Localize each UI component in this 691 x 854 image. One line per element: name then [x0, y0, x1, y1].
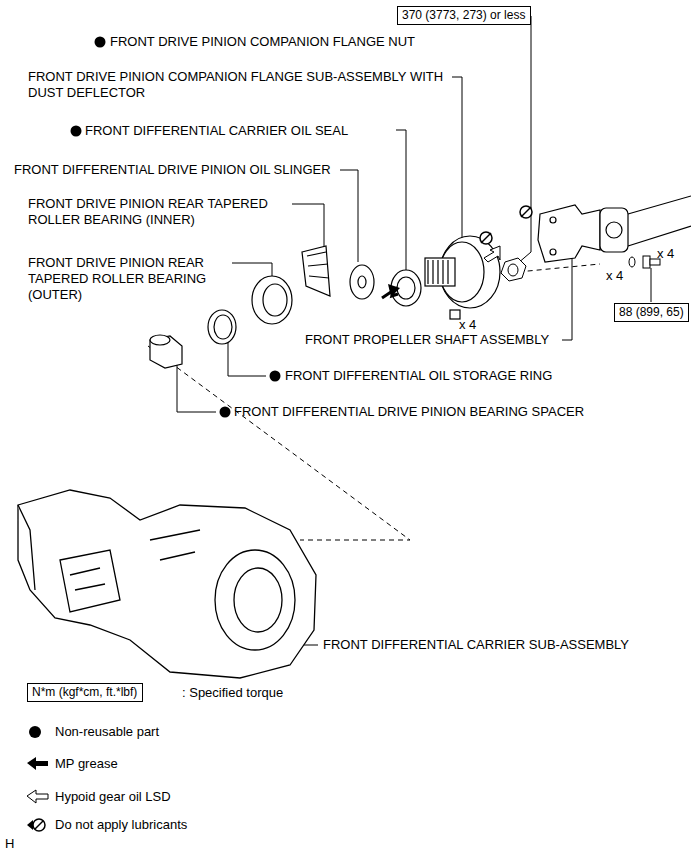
quantity-label: x 4 — [459, 317, 476, 333]
part-label: FRONT DIFFERENTIAL OIL STORAGE RING — [285, 368, 552, 384]
quantity-label: x 4 — [657, 246, 674, 262]
part-label: H — [5, 836, 14, 852]
torque-box: 370 (3773, 273) or less — [397, 6, 531, 25]
leader-line — [292, 204, 324, 250]
oil-arrow — [484, 246, 500, 262]
legend-text: Do not apply lubricants — [55, 817, 187, 833]
part-label: FRONT DRIVE PINION REAR TAPERED ROLLER B… — [28, 196, 296, 228]
legend-text: Hypoid gear oil LSD — [55, 789, 171, 805]
leader-line — [452, 77, 462, 238]
legend-text: Non-reusable part — [55, 724, 159, 740]
part-label: FRONT DRIVE PINION COMPANION FLANGE SUB-… — [28, 69, 458, 101]
torque-value: N*m (kgf*cm, ft.*lbf) — [32, 685, 137, 699]
leader-line — [177, 364, 216, 412]
legend-oil-arrow — [27, 790, 48, 803]
leader-line — [340, 170, 358, 262]
legend-grease-arrow — [27, 757, 48, 770]
part-label: FRONT DRIVE PINION REAR TAPERED ROLLER B… — [28, 255, 236, 303]
bolt — [629, 256, 660, 268]
quantity-label: x 4 — [606, 268, 623, 284]
tapered-roller-bearing — [302, 246, 330, 296]
part-label: FRONT PROPELLER SHAFT ASSEMBLY — [305, 332, 549, 348]
flange-nut — [501, 258, 526, 281]
storage-ring — [208, 310, 236, 344]
differential-carrier — [18, 490, 316, 678]
part-label: FRONT DIFFERENTIAL DRIVE PINION OIL SLIN… — [14, 162, 331, 178]
propeller-shaft — [538, 196, 691, 262]
legend-dot — [29, 726, 41, 738]
companion-flange — [425, 236, 500, 319]
oil-slinger — [350, 265, 374, 299]
part-label: : Specified torque — [182, 685, 283, 701]
leader-line — [562, 250, 572, 340]
leader-line — [517, 16, 531, 264]
part-label: FRONT DIFFERENTIAL CARRIER SUB-ASSEMBLY — [323, 637, 629, 653]
leader-line — [651, 268, 652, 302]
part-label: FRONT DIFFERENTIAL DRIVE PINION BEARING … — [234, 404, 584, 420]
bearing-race — [252, 276, 292, 324]
torque-value: 88 (899, 65) — [619, 305, 684, 319]
bearing-spacer — [150, 335, 182, 368]
grease-arrow — [388, 284, 400, 297]
legend-text: MP grease — [55, 756, 118, 772]
legend-no-lube — [27, 819, 45, 831]
no-lubricant-symbol — [480, 206, 532, 244]
part-label: FRONT DIFFERENTIAL CARRIER OIL SEAL — [85, 123, 348, 139]
torque-box: 88 (899, 65) — [614, 303, 689, 322]
torque-value: 370 (3773, 273) or less — [402, 8, 525, 22]
leader-line — [396, 130, 406, 270]
torque-box: N*m (kgf*cm, ft.*lbf) — [27, 683, 143, 702]
leader-line — [228, 338, 266, 376]
part-label: FRONT DRIVE PINION COMPANION FLANGE NUT — [110, 34, 415, 50]
